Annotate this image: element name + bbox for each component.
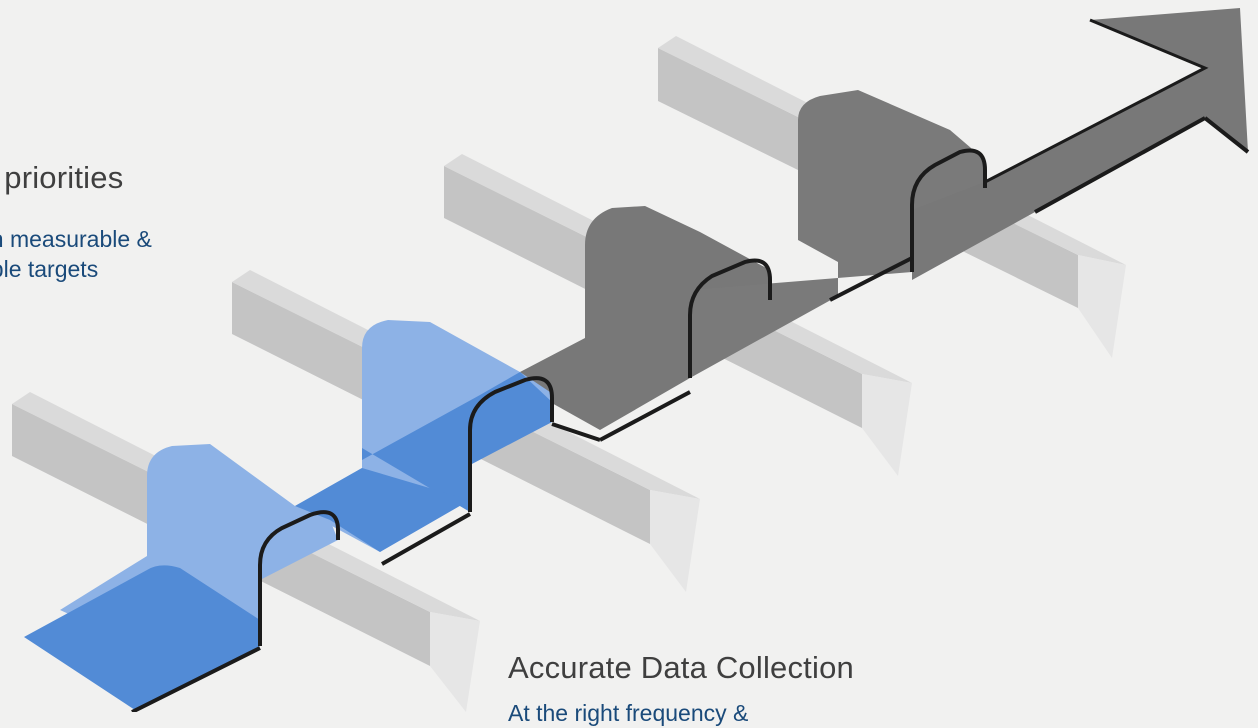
callout-bottom-title: Accurate Data Collection: [508, 650, 854, 685]
ribbon-blue-section: [24, 320, 601, 712]
callout-bottom-desc-line1: At the right frequency &: [508, 700, 749, 726]
growth-ribbon-illustration: [12, 8, 1250, 712]
growth-arrow-icon: [912, 8, 1248, 280]
ribbon-gray-section: [520, 8, 1250, 442]
callout-top-title: e priorities: [0, 160, 124, 195]
callout-top-desc-line1: on measurable &: [0, 226, 152, 252]
callout-top-desc-line2: able targets: [0, 256, 99, 282]
